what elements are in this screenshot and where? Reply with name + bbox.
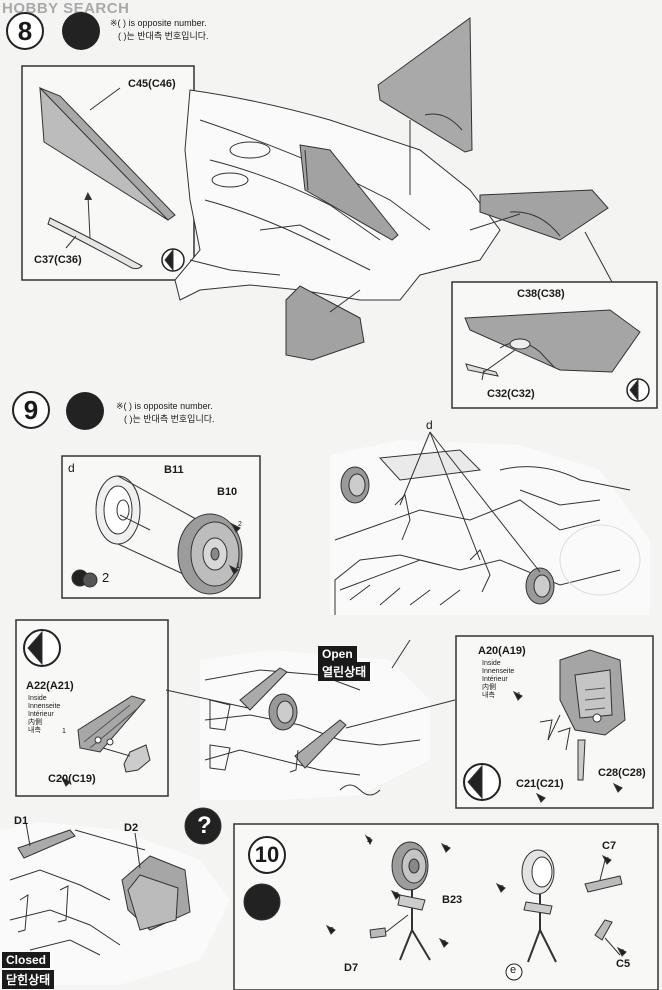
step-8-number: 8 (6, 12, 44, 50)
label-c37: C37(C36) (34, 254, 82, 266)
label-d1: D1 (14, 815, 29, 827)
ref-d: d (68, 461, 75, 475)
label-b10: B10 (217, 486, 238, 498)
label-c20: C20(C19) (48, 773, 96, 785)
step10-mark-e: 1 (443, 940, 447, 947)
label-c38: C38(C38) (517, 288, 565, 300)
step-8-note-ko: ( )는 반대측 번호입니다. (118, 31, 209, 41)
label-b23: B23 (442, 894, 463, 906)
mark-2: 2 (238, 521, 242, 528)
label-c28: C28(C28) (598, 767, 646, 779)
step-8-note-en: ※( ) is opposite number. (110, 18, 207, 28)
open-tag-ko: 열린상태 (318, 662, 371, 681)
step10-mark-f: 9 (500, 885, 504, 892)
step10-mark-h: 1 (621, 949, 625, 956)
step-9-note-ko: ( )는 반대측 번호입니다. (124, 414, 215, 424)
label-c45: C45(C46) (128, 78, 176, 90)
inside-label-left: Inside Innenseite Intérieur 内側 내측 (28, 695, 61, 734)
label-c32: C32(C32) (487, 388, 535, 400)
closed-tag: Closed (2, 952, 51, 968)
label-c7: C7 (602, 840, 617, 852)
step10-mark-g: 1 (606, 857, 610, 864)
label-d2: D2 (124, 822, 139, 834)
label-a20: A20(A19) (478, 645, 526, 657)
step-9-note-en: ※( ) is opposite number. (116, 401, 213, 411)
qty-2: 2 (102, 570, 110, 585)
label-b11: B11 (164, 464, 184, 476)
glue-icon (66, 392, 104, 430)
step10-mark-a: 2 (367, 837, 371, 844)
inside-label-right: Inside Innenseite Intérieur 内側 내측 (482, 660, 515, 699)
label-d7: D7 (344, 962, 359, 974)
question-icon: ? (197, 812, 212, 839)
step10-mark-d: 9 (330, 927, 334, 934)
ref-d-2: d (426, 418, 433, 432)
mark-1: 1 (236, 563, 240, 570)
watermark: HOBBY SEARCH (2, 0, 130, 17)
mark-right: 1 (517, 692, 521, 699)
label-a22: A22(A21) (26, 680, 74, 692)
label-c21: C21(C21) (516, 778, 564, 790)
step10-mark-b: 1 (445, 845, 449, 852)
glue-icon (62, 12, 100, 50)
label-c5: C5 (616, 958, 631, 970)
ref-e: e (510, 964, 517, 976)
step-9-number: 9 (12, 391, 50, 429)
step10-mark-c: 9 (395, 892, 399, 899)
step-10-number: 10 (248, 836, 286, 874)
mark-left: 1 (62, 728, 66, 735)
closed-tag-ko: 닫힌상태 (2, 970, 55, 989)
open-tag: Open (318, 646, 357, 662)
